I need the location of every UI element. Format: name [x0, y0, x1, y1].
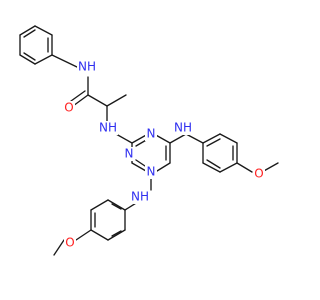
phenyl-double-3: [23, 52, 36, 61]
bond-carbonyl-to-o-double: [70, 90, 86, 102]
bond-carbonyl-to-o: [72, 94, 89, 107]
carbonyl-o-label: O: [64, 101, 73, 115]
molecule-svg: NH O NH N N N NH NH O O: [19, 25, 279, 256]
right-ring-bond-2: [219, 133, 238, 144]
right-ring-bond-1: [202, 133, 221, 144]
bond-carbonyl-to-alpha: [87, 94, 108, 107]
bottom-ring-bond-1: [107, 199, 126, 211]
triazine-bottom-n-label: N: [147, 165, 156, 179]
phenyl-bond-4: [34, 54, 53, 65]
amide-nh-label: NH: [78, 60, 96, 74]
bond-bottom-o-to-methyl: [53, 239, 65, 256]
bottom-ring-bond-2: [90, 199, 109, 211]
bond-right-ring-to-o: [236, 162, 253, 173]
phenyl-double-1: [23, 29, 36, 38]
bonds: [19, 25, 279, 256]
phenyl-bond-1: [19, 25, 36, 36]
left-nh-label: NH: [99, 121, 117, 135]
molecule-structure: NH O NH N N N NH NH O O: [19, 25, 279, 256]
right-ring-double-1: [206, 138, 221, 147]
right-methoxy-o-label: O: [254, 167, 263, 181]
bottom-ring-bond-4: [90, 229, 109, 241]
triazine-double-3: [135, 159, 146, 167]
triazine-top-n-label: N: [147, 127, 156, 141]
bond-right-nh-to-ring: [185, 133, 204, 144]
right-nh-label: NH: [174, 121, 192, 135]
atom-labels: NH O NH N N N NH NH O O: [63, 60, 265, 250]
right-ring-bond-5: [202, 162, 221, 173]
bond-nh-to-triazine: [115, 133, 133, 144]
phenyl-bond-5: [19, 54, 36, 65]
bond-alpha-to-methyl: [106, 94, 127, 107]
phenyl-bond-2: [34, 25, 53, 36]
bottom-ring-double-3: [111, 230, 122, 237]
bond-triazine-to-right-nh: [169, 133, 187, 144]
bottom-ring-bond-5: [107, 229, 126, 241]
bottom-methoxy-o-label: O: [65, 236, 74, 250]
right-ring-bond-4: [219, 162, 238, 173]
right-ring-double-3: [206, 159, 221, 169]
bond-phenyl-to-nh: [51, 54, 78, 68]
triazine-bond-4: [156, 162, 171, 172]
bottom-nh-label: NH: [131, 190, 149, 204]
triazine-bond-5: [131, 162, 147, 172]
triazine-left-n-label: N: [125, 147, 134, 161]
bottom-ring-double-1: [111, 203, 122, 210]
bond-bottom-ring-to-o: [75, 229, 92, 241]
